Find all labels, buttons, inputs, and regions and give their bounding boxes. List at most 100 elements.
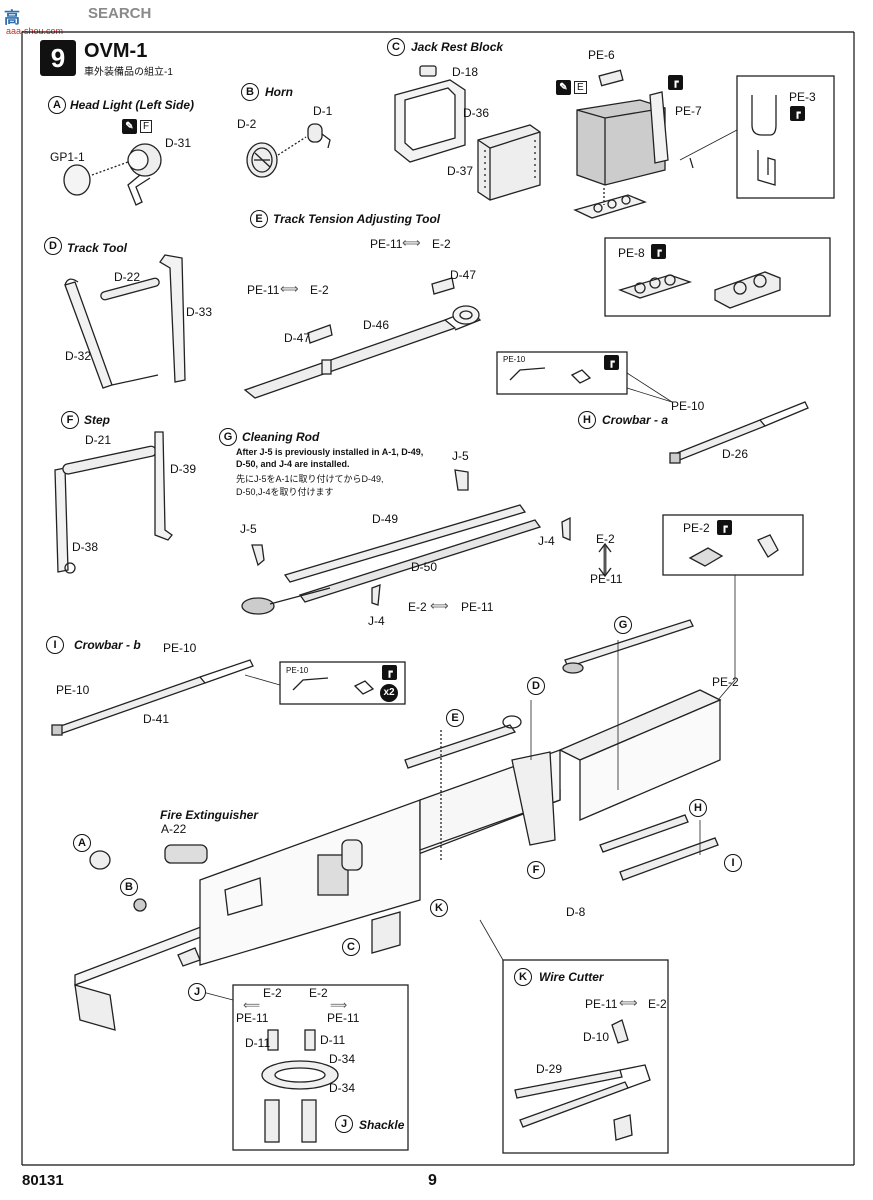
part-d33: D-33	[186, 305, 213, 319]
part-d29: D-29	[536, 1062, 563, 1076]
footer-page-number: 9	[428, 1172, 437, 1189]
section-c-marker: C	[387, 38, 405, 56]
bend-icon: ┏	[651, 244, 666, 259]
bend-icon: ┏	[604, 355, 619, 370]
cleaning-rod-drawing	[241, 469, 612, 615]
bend-icon: ┏	[382, 665, 397, 680]
fire-extinguisher-title: Fire Extinguisher	[160, 808, 259, 822]
part-e2-k: E-2	[648, 997, 667, 1011]
photo-etch-icon: ✎	[556, 80, 571, 95]
part-d46: D-46	[363, 318, 390, 332]
watermark-logo: 高	[4, 10, 21, 27]
part-pe11-k: PE-11	[585, 997, 618, 1011]
bend-icon: ┏	[668, 75, 683, 90]
part-pe2: PE-2	[712, 675, 739, 689]
hull-callout-h: H	[689, 799, 707, 817]
part-d47-top: D-47	[450, 268, 477, 282]
photo-etch-icon: ✎	[122, 119, 137, 134]
pe3-drawing	[751, 95, 777, 186]
crowbar-b-drawing	[51, 659, 254, 736]
hull-callout-a: A	[73, 834, 91, 852]
part-d11-left: D-11	[245, 1036, 271, 1050]
jack-icon-letter: E	[574, 81, 587, 94]
pe10-box-h-label: PE-10	[503, 355, 526, 364]
pe8-drawing	[618, 271, 781, 309]
part-d50: D-50	[411, 560, 438, 574]
part-d10: D-10	[583, 1030, 610, 1044]
jack-rest-drawing	[394, 65, 541, 201]
pe2-box	[662, 514, 804, 576]
part-pe3: PE-3	[789, 90, 816, 104]
part-d31: D-31	[165, 136, 192, 150]
multiplier-badge: x2	[380, 684, 398, 702]
section-k-marker: K	[514, 968, 532, 986]
double-arrow-icon: ⟺	[280, 281, 299, 296]
part-pe7: PE-7	[675, 104, 702, 118]
part-d2: D-2	[237, 117, 257, 131]
part-pe11-j-left: PE-11	[236, 1011, 269, 1025]
section-g-title: Cleaning Rod	[242, 430, 320, 444]
hull-callout-c: C	[342, 938, 360, 956]
watermark-text: SEARCH	[88, 5, 152, 22]
shackle-drawing	[261, 1029, 339, 1143]
jack-rest-pe-drawing	[573, 69, 694, 219]
section-j-title: Shackle	[359, 1118, 405, 1132]
bend-icon: ┏	[717, 520, 732, 535]
section-d-title: Track Tool	[67, 241, 128, 255]
part-d34-top: D-34	[329, 1052, 356, 1066]
wire-cutter-drawing	[514, 1019, 651, 1141]
section-e-title: Track Tension Adjusting Tool	[273, 212, 441, 226]
arrow-icon: ⟹	[330, 998, 348, 1012]
part-d22: D-22	[114, 270, 141, 284]
pe3-box	[736, 75, 835, 199]
pe8-box	[604, 237, 831, 317]
section-f-title: Step	[84, 413, 111, 427]
part-pe6: PE-6	[588, 48, 615, 62]
double-arrow-icon: ⟺	[619, 995, 638, 1010]
track-tension-drawing	[243, 277, 482, 399]
pe2-drawing	[688, 534, 779, 567]
part-pe11-e-left: PE-11	[247, 283, 280, 297]
section-g-note-jp-2: D-50,J-4を取り付けます	[236, 487, 334, 497]
section-i-title: Crowbar - b	[74, 638, 141, 652]
part-d34-bottom: D-34	[329, 1081, 356, 1095]
bend-icon: ┏	[790, 106, 805, 121]
part-d18: D-18	[452, 65, 479, 79]
section-a-icon-letter: F	[140, 120, 153, 133]
section-b-marker: B	[241, 83, 259, 101]
section-i-marker: I	[46, 636, 64, 654]
pe10-box-i-label: PE-10	[286, 666, 309, 675]
horn-drawing	[246, 123, 331, 178]
part-e2-g-bottom: E-2	[408, 600, 427, 614]
arrow-icon: ⟸	[243, 998, 261, 1012]
step-drawing	[54, 431, 173, 574]
hull-callout-g: G	[614, 616, 632, 634]
section-g-note-en-2: D-50, and J-4 are installed.	[236, 459, 350, 469]
section-g-note-jp-1: 先にJ-5をA-1に取り付けてからD-49,	[236, 474, 384, 484]
footer-product-code: 80131	[22, 1172, 64, 1189]
part-j4-right: J-4	[538, 534, 555, 548]
hull-callout-b: B	[120, 878, 138, 896]
part-d8: D-8	[566, 905, 586, 919]
crowbar-a-drawing	[669, 401, 809, 464]
part-e2-j-right: E-2	[309, 986, 328, 1000]
part-pe11-j-right: PE-11	[327, 1011, 360, 1025]
track-tool-drawing	[64, 254, 186, 389]
step-number-badge: 9	[40, 40, 76, 76]
section-e-marker: E	[250, 210, 268, 228]
part-d1: D-1	[313, 104, 333, 118]
section-h-title: Crowbar - a	[602, 413, 669, 427]
part-pe10-i-top: PE-10	[163, 641, 197, 655]
section-k-title: Wire Cutter	[539, 970, 604, 984]
step-title: OVM-1	[84, 40, 148, 62]
part-d49: D-49	[372, 512, 399, 526]
part-pe11-e-top: PE-11	[370, 237, 403, 251]
section-b-title: Horn	[265, 85, 293, 99]
part-d26: D-26	[722, 447, 749, 461]
watermark-url: aaa-shou.com	[6, 26, 64, 36]
hull-drawing	[74, 619, 722, 1031]
step-subtitle: 車外装備品の組立-1	[84, 67, 173, 78]
section-j-marker: J	[335, 1115, 353, 1133]
